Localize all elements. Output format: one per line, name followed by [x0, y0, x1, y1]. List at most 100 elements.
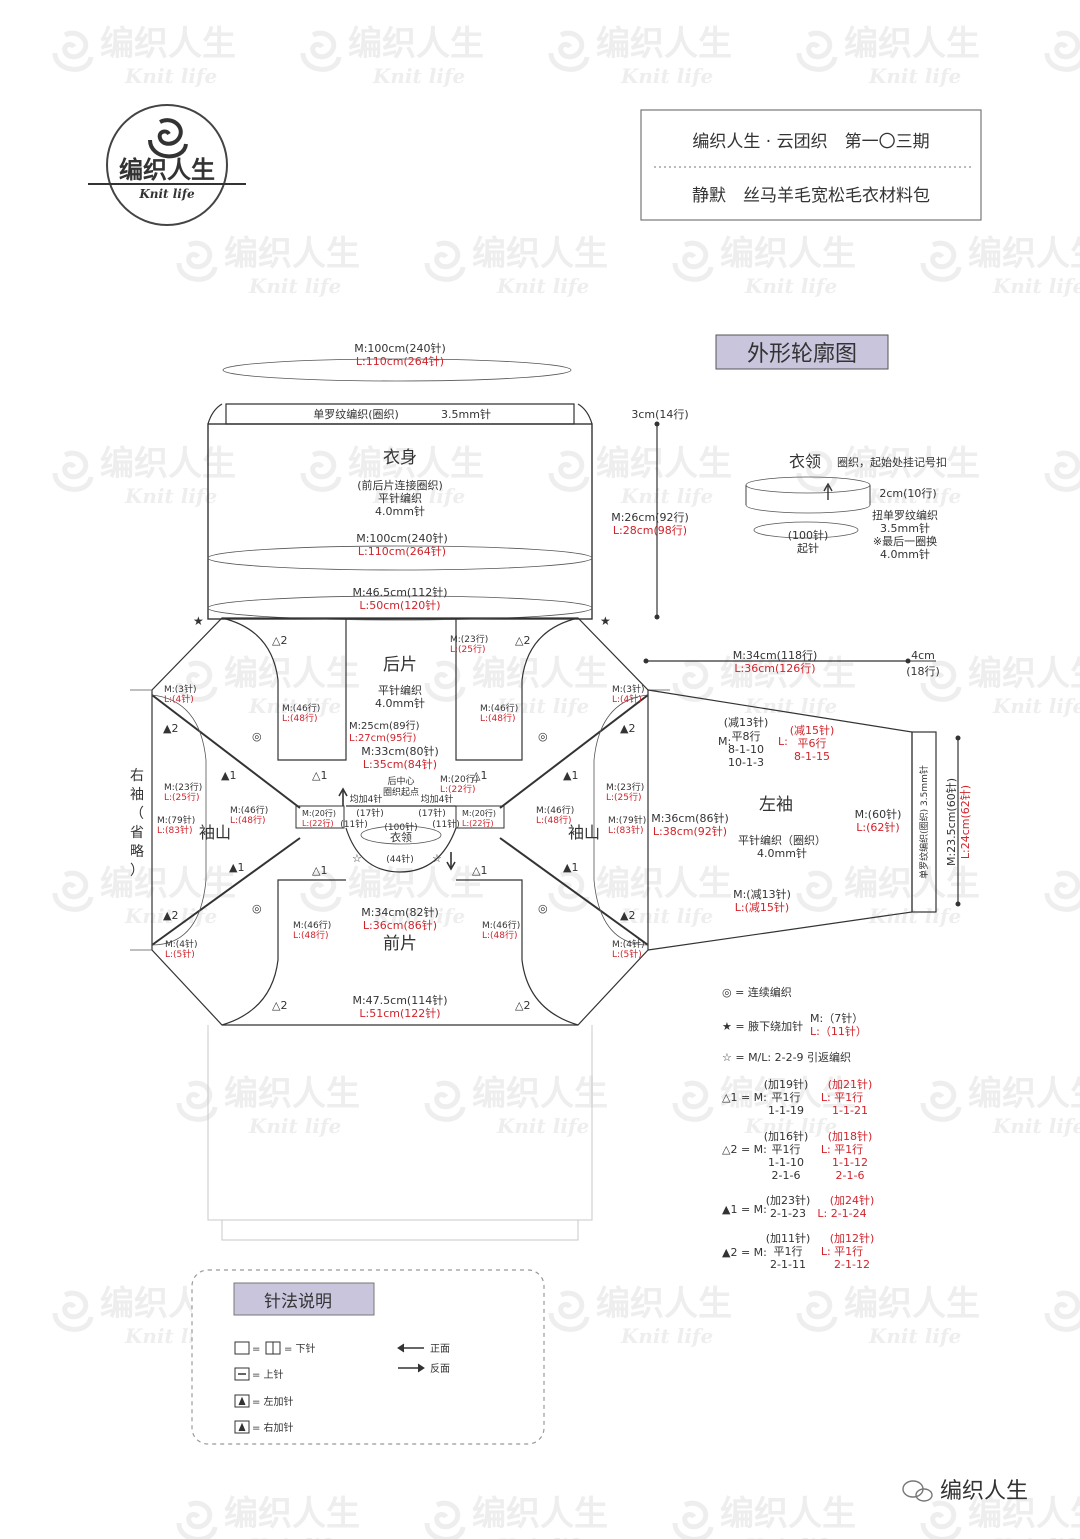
- watermark-text-en: Knit life: [372, 904, 465, 928]
- stitch-legend-title: 针法说明: [264, 1292, 332, 1312]
- left-increase-icon: [234, 1394, 250, 1408]
- neck-top-count: (100针): [384, 821, 417, 833]
- sleeve-dec-m-title: (减13针): [724, 715, 769, 729]
- legend-btri1-l-title: (加24针): [830, 1193, 875, 1207]
- watermark-text-cn: 编织人生: [968, 1494, 1080, 1534]
- right-side-label: 正面: [430, 1344, 450, 1355]
- sleeve-cap-name-left: 袖山: [199, 823, 231, 842]
- neck-left-count-2: (11针): [340, 818, 367, 830]
- triangle-hollow-1-icon: △1: [472, 864, 487, 877]
- back-stitch: 平针编织: [378, 683, 422, 697]
- collar-tube: 衣领 圈织，起始处挂记号扣 2cm(10行) 扭单罗纹编织 3.5mm针 ※最后…: [745, 452, 947, 561]
- body-mid-width-m: M:100cm(240针): [356, 531, 448, 545]
- collar-note: 圈织，起始处挂记号扣: [837, 455, 947, 469]
- triangle-hollow-2-icon: △2: [515, 999, 530, 1012]
- legend-continuous: ◎ = 连续编织: [722, 985, 792, 999]
- watermark-swirl-icon: [424, 1500, 466, 1539]
- sleeve-cap-name-right: 袖山: [568, 823, 600, 842]
- watermark-swirl-icon: [548, 30, 590, 72]
- watermark-swirl-icon: [176, 660, 218, 702]
- watermark-swirl-icon: [300, 450, 342, 492]
- cap-mid-l-right: L:(25行): [606, 791, 642, 803]
- sleeve-dec-m-prefix: M:: [718, 735, 731, 748]
- front-name: 前片: [383, 934, 417, 954]
- watermark-swirl-icon: [672, 240, 714, 282]
- watermark-swirl-icon: [920, 240, 962, 282]
- watermark-swirl-icon: [672, 1500, 714, 1539]
- legend-btri2-m-2: 2-1-11: [770, 1258, 806, 1271]
- legend-tri2-l-title: (加18针): [828, 1129, 873, 1143]
- cuff-width-l: L:24cm(62针): [958, 785, 972, 859]
- body-panel: M:100cm(240针) L:110cm(264针) 单罗纹编织(圈织) 3.…: [207, 341, 689, 621]
- cap-mid-l-left: L:(25行): [164, 791, 200, 803]
- watermark-swirl-icon: [176, 240, 218, 282]
- triangle-solid-2-icon: ▲2: [163, 909, 178, 922]
- cap-bottom-l-right: L:(5针): [612, 948, 642, 960]
- watermark-swirl-icon: [672, 660, 714, 702]
- sleeve-dec-m-1: 平8行: [732, 730, 761, 743]
- watermark-text-en: Knit life: [248, 1114, 341, 1138]
- sleeve-needle: 4.0mm针: [757, 846, 807, 860]
- sleeve-dec-l-2: 8-1-15: [794, 750, 830, 763]
- legend-tri1-m-title: (加19针): [764, 1077, 809, 1091]
- watermark-swirl-icon: [548, 1290, 590, 1332]
- triangle-solid-2-icon: ▲2: [620, 722, 635, 735]
- cuff-rows: (18行): [906, 665, 940, 678]
- neck-left-count: (17针): [356, 807, 383, 819]
- watermark-text-en: Knit life: [744, 1534, 837, 1539]
- increase-left: 均加4针: [350, 793, 383, 805]
- watermark-text-cn: 编织人生: [844, 24, 980, 64]
- swirl-icon: [157, 118, 183, 146]
- body-name: 衣身: [383, 448, 417, 468]
- collar-cast-count: (100针): [788, 528, 829, 542]
- watermark-text-cn: 编织人生: [100, 24, 236, 64]
- watermark-text-en: Knit life: [248, 694, 341, 718]
- back-width-m: M:33cm(80针): [361, 744, 439, 758]
- round-start-point: 圈织起点: [383, 786, 419, 798]
- stitch-legend-box: 针法说明 = = 下针 = 上针 = 左加针 = 右加针 正面 反面: [191, 1269, 545, 1445]
- star-icon: ★: [600, 614, 611, 628]
- watermark-text-cn: 编织人生: [100, 864, 236, 904]
- watermark-text-cn: 编织人生: [844, 444, 980, 484]
- watermark-text-cn: 编织人生: [844, 1284, 980, 1324]
- watermark-text-cn: 编织人生: [968, 1074, 1080, 1114]
- collar-cast-label: 起针: [797, 541, 819, 555]
- front-width-m: M:34cm(82针): [361, 905, 439, 919]
- body-note: (前后片连接圈织): [357, 478, 443, 492]
- back-corner-rows-m: M:(23行): [450, 633, 488, 645]
- watermark-swirl-icon: [548, 450, 590, 492]
- watermark-text-cn: 编织人生: [596, 1284, 732, 1324]
- watermark-swirl-icon: [1044, 1290, 1080, 1332]
- legend-btri2-m-title: (加11针): [766, 1231, 811, 1245]
- front-side-rows-m-right: M:(46行): [482, 919, 520, 931]
- watermark-text-cn: 编织人生: [472, 234, 608, 274]
- wechat-tag: 编织人生: [902, 1479, 1028, 1504]
- back-side-rows-l: L:(48行): [282, 712, 318, 724]
- neck-box-rows-l-right: L:(22行): [462, 818, 494, 828]
- wechat-account-name: 编织人生: [940, 1479, 1028, 1504]
- watermark-text-en: Knit life: [496, 1114, 589, 1138]
- collar-rib-needle: 3.5mm针: [880, 521, 930, 535]
- purl-label: = 上针: [252, 1368, 284, 1381]
- cap-side-m-right: M:(46行): [536, 804, 574, 816]
- watermark-text-cn: 编织人生: [720, 1494, 856, 1534]
- triangle-hollow-2-icon: △2: [272, 999, 287, 1012]
- right-sleeve-label-6: ）: [130, 863, 144, 879]
- legend-tri2-l-1: L: 平1行: [821, 1143, 863, 1156]
- wechat-icon: [902, 1480, 924, 1498]
- cuff-rib: 单罗纹编织(圈织) 3.5mm针: [918, 765, 930, 879]
- yoke-width-l: L:50cm(120针): [359, 598, 440, 612]
- legend-tri2-m-title: (加16针): [764, 1129, 809, 1143]
- watermark-text-en: Knit life: [496, 274, 589, 298]
- sleeve-dec-l-title: (减15针): [790, 723, 835, 737]
- watermark-swirl-icon: [300, 870, 342, 912]
- watermark-text-cn: 编织人生: [968, 654, 1080, 694]
- watermark-swirl-icon: [796, 30, 838, 72]
